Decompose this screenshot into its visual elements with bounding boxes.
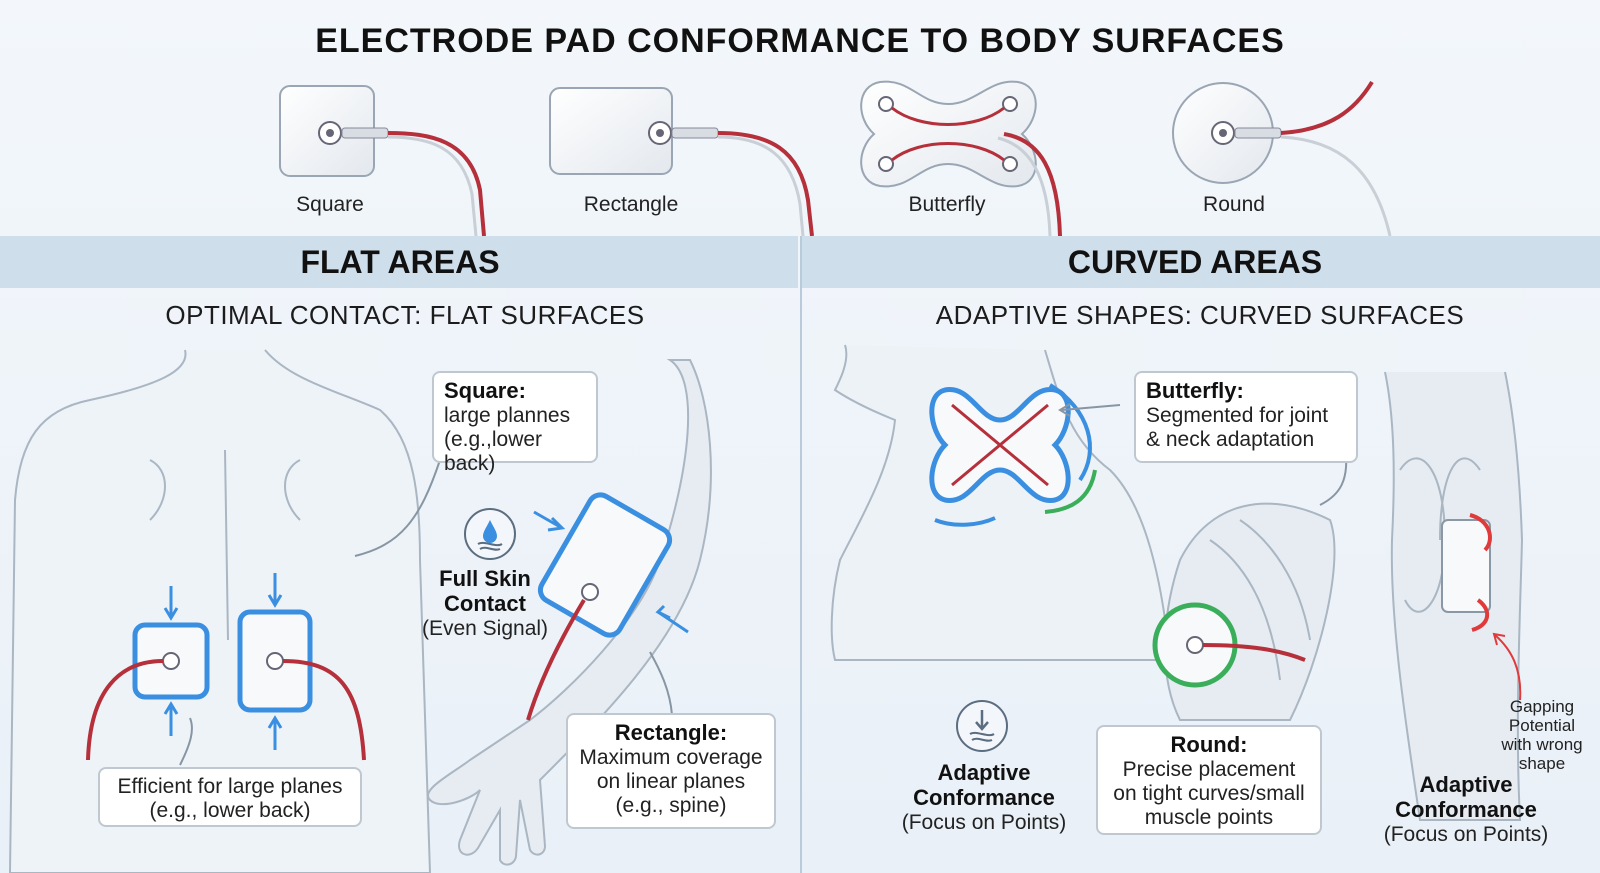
full-skin-title2: Contact bbox=[405, 591, 565, 616]
adaptive1-sub: (Focus on Points) bbox=[902, 811, 1067, 834]
gapping-line4: shape bbox=[1519, 754, 1565, 773]
butterfly-callout-line1: Segmented for joint bbox=[1146, 404, 1328, 427]
gapping-line3: with wrong bbox=[1501, 735, 1582, 754]
round-callout-line3: muscle points bbox=[1145, 806, 1273, 829]
water-drop-icon bbox=[464, 508, 516, 560]
adaptive2-title1: Adaptive bbox=[1376, 772, 1556, 797]
adaptive2-sub: (Focus on Points) bbox=[1384, 823, 1549, 846]
square-callout-line1: large plannes bbox=[444, 404, 570, 427]
adaptive-note-1: Adaptive Conformance (Focus on Points) bbox=[892, 760, 1076, 835]
rectangle-callout-title: Rectangle: bbox=[615, 720, 727, 745]
gapping-line2: Potential bbox=[1509, 716, 1575, 735]
rectangle-callout-line2: on linear planes bbox=[597, 770, 745, 793]
adaptive1-title2: Conformance bbox=[892, 785, 1076, 810]
adaptive-note-2: Adaptive Conformance (Focus on Points) bbox=[1376, 772, 1556, 847]
butterfly-callout-title: Butterfly: bbox=[1146, 378, 1244, 403]
square-callout-title: Square: bbox=[444, 378, 526, 403]
neck-shoulder-figure bbox=[832, 345, 1170, 660]
rectangle-callout: Rectangle: Maximum coverage on linear pl… bbox=[566, 713, 776, 829]
adaptive1-title1: Adaptive bbox=[892, 760, 1076, 785]
full-skin-title1: Full Skin bbox=[405, 566, 565, 591]
round-callout-title: Round: bbox=[1171, 732, 1248, 757]
rectangle-callout-line3: (e.g., spine) bbox=[616, 794, 727, 817]
efficient-line2: (e.g., lower back) bbox=[149, 799, 310, 822]
round-callout: Round: Precise placement on tight curves… bbox=[1096, 725, 1322, 835]
butterfly-callout: Butterfly: Segmented for joint & neck ad… bbox=[1134, 371, 1358, 463]
adaptive2-title2: Conformance bbox=[1376, 797, 1556, 822]
round-callout-line2: on tight curves/small bbox=[1113, 782, 1304, 805]
gapping-note: Gapping Potential with wrong shape bbox=[1484, 697, 1600, 773]
full-skin-sub: (Even Signal) bbox=[422, 617, 548, 640]
rectangle-callout-line1: Maximum coverage bbox=[579, 746, 762, 769]
butterfly-callout-line2: & neck adaptation bbox=[1146, 428, 1314, 451]
square-callout: Square: large plannes (e.g.,lower back) bbox=[432, 371, 598, 463]
efficient-callout: Efficient for large planes (e.g., lower … bbox=[98, 767, 362, 827]
efficient-line1: Efficient for large planes bbox=[118, 775, 343, 798]
down-arrow-waves-icon bbox=[956, 700, 1008, 752]
round-callout-line1: Precise placement bbox=[1123, 758, 1296, 781]
gapping-line1: Gapping bbox=[1510, 697, 1574, 716]
full-skin-note: Full Skin Contact (Even Signal) bbox=[405, 566, 565, 641]
